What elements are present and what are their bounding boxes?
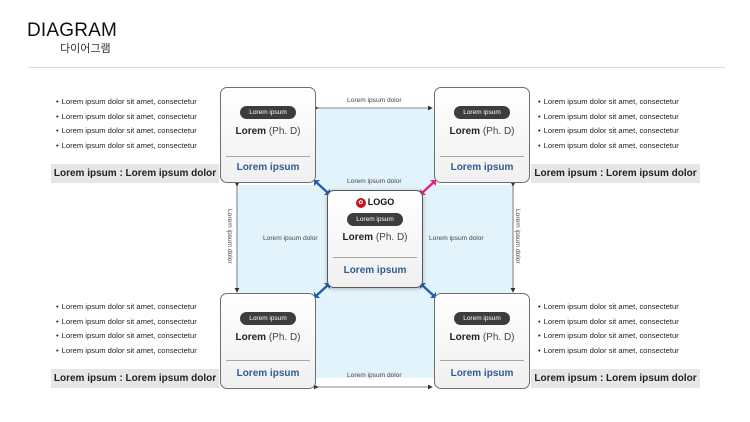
summary-bar-top-left: Lorem ipsum : Lorem ipsum dolor [51,164,219,183]
bullet-list-top-right: Lorem ipsum dolor sit amet, consectetur … [538,95,708,153]
page-subtitle: 다이어그램 [60,42,111,55]
list-item: Lorem ipsum dolor sit amet, consectetur [56,329,226,344]
summary-bar-bottom-right: Lorem ipsum : Lorem ipsum dolor [531,369,700,388]
arrow-top-left-icon [314,180,330,195]
list-item: Lorem ipsum dolor sit amet, consectetur [56,139,226,154]
list-item: Lorem ipsum dolor sit amet, consectetur [56,124,226,139]
card-divider [226,156,310,157]
summary-bar-top-right: Lorem ipsum : Lorem ipsum dolor [531,164,700,183]
card-footer: Lorem ipsum [236,162,300,173]
card-pill: Lorem ipsum [347,213,403,226]
list-item: Lorem ipsum dolor sit amet, consectetur [538,344,708,359]
card-name-bold: Lorem [235,332,267,343]
card-name-bold: Lorem [235,126,267,137]
bullet-list-top-left: Lorem ipsum dolor sit amet, consectetur … [56,95,226,153]
logo-mark-icon: ✿ [355,197,366,208]
list-item: Lorem ipsum dolor sit amet, consectetur [56,344,226,359]
card-footer: Lorem ipsum [450,368,514,379]
card-degree: (Ph. D) [268,126,301,137]
card-footer: Lorem ipsum [343,265,407,276]
card-center[interactable]: ✿LOGO Lorem ipsum Lorem (Ph. D) Lorem ip… [327,190,423,288]
bullet-list-bottom-right: Lorem ipsum dolor sit amet, consectetur … [538,300,708,358]
card-degree: (Ph. D) [268,332,301,343]
card-bottom-right[interactable]: Lorem ipsum Lorem (Ph. D) Lorem ipsum [434,293,530,389]
connector-label-bottom: Lorem ipsum dolor [347,372,402,379]
list-item: Lorem ipsum dolor sit amet, consectetur [538,329,708,344]
card-name-bold: Lorem [449,126,481,137]
card-top-left[interactable]: Lorem ipsum Lorem (Ph. D) Lorem ipsum [220,87,316,183]
card-pill: Lorem ipsum [454,312,510,325]
title-divider [28,67,725,68]
list-item: Lorem ipsum dolor sit amet, consectetur [56,110,226,125]
card-top-right[interactable]: Lorem ipsum Lorem (Ph. D) Lorem ipsum [434,87,530,183]
card-name: Lorem (Ph. D) [221,126,315,137]
list-item: Lorem ipsum dolor sit amet, consectetur [538,139,708,154]
card-name: Lorem (Ph. D) [435,126,529,137]
connector-label-top: Lorem ipsum dolor [347,97,402,104]
card-divider [226,360,310,361]
card-pill: Lorem ipsum [240,312,296,325]
connector-label-center-left: Lorem ipsum dolor [263,235,318,242]
connector-label-left-vertical: Lorem ipsum dolor [226,209,233,264]
list-item: Lorem ipsum dolor sit amet, consectetur [538,110,708,125]
list-item: Lorem ipsum dolor sit amet, consectetur [56,315,226,330]
list-item: Lorem ipsum dolor sit amet, consectetur [538,95,708,110]
summary-bar-bottom-left: Lorem ipsum : Lorem ipsum dolor [51,369,219,388]
card-name-bold: Lorem [342,232,374,243]
card-name: Lorem (Ph. D) [221,332,315,343]
list-item: Lorem ipsum dolor sit amet, consectetur [538,300,708,315]
card-divider [440,156,524,157]
card-pill: Lorem ipsum [240,106,296,119]
logo-text: LOGO [367,197,395,207]
card-divider [333,257,417,258]
card-name: Lorem (Ph. D) [328,232,422,243]
card-bottom-left[interactable]: Lorem ipsum Lorem (Ph. D) Lorem ipsum [220,293,316,389]
card-degree: (Ph. D) [375,232,408,243]
logo: ✿LOGO [328,197,422,208]
card-footer: Lorem ipsum [236,368,300,379]
list-item: Lorem ipsum dolor sit amet, consectetur [538,124,708,139]
connector-label-center-top: Lorem ipsum dolor [347,178,402,185]
card-name-bold: Lorem [449,332,481,343]
card-pill: Lorem ipsum [454,106,510,119]
card-name: Lorem (Ph. D) [435,332,529,343]
list-item: Lorem ipsum dolor sit amet, consectetur [56,95,226,110]
connector-label-right-vertical: Lorem ipsum dolor [514,209,521,264]
connector-label-center-right: Lorem ipsum dolor [429,235,484,242]
card-degree: (Ph. D) [482,332,515,343]
list-item: Lorem ipsum dolor sit amet, consectetur [56,300,226,315]
card-degree: (Ph. D) [482,126,515,137]
card-divider [440,360,524,361]
list-item: Lorem ipsum dolor sit amet, consectetur [538,315,708,330]
page-title: DIAGRAM [27,20,118,41]
bullet-list-bottom-left: Lorem ipsum dolor sit amet, consectetur … [56,300,226,358]
card-footer: Lorem ipsum [450,162,514,173]
